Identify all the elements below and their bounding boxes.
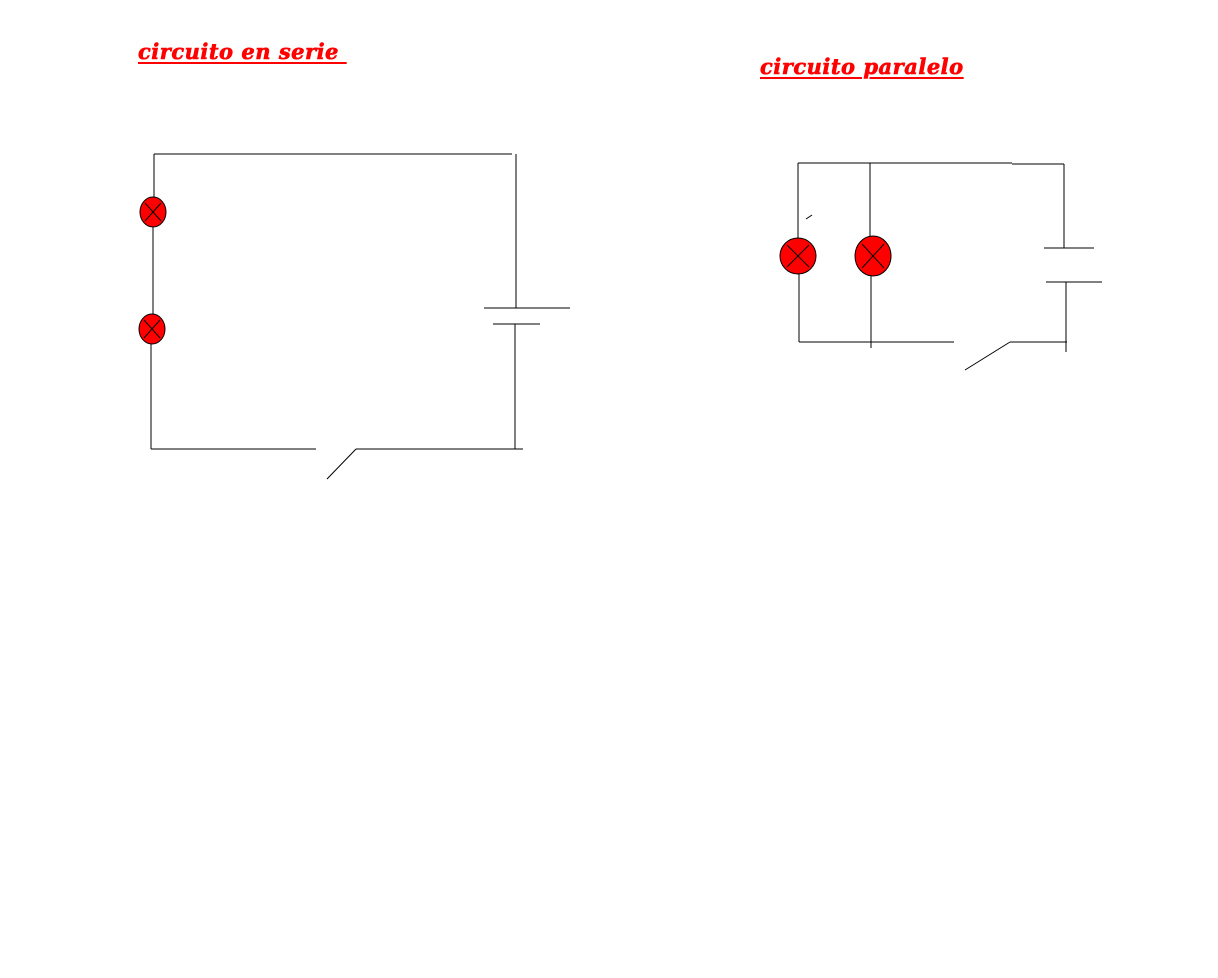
series-battery	[484, 307, 570, 325]
parallel-switch-lever	[964, 341, 1011, 371]
parallel-switch	[964, 341, 1011, 371]
series-circuit-diagram	[138, 153, 570, 480]
series-bulb-2	[138, 313, 166, 345]
parallel-battery	[1044, 247, 1102, 283]
series-switch-lever	[326, 448, 357, 480]
parallel-bulb-1-cross-b	[786, 244, 810, 268]
series-bulb-2-cross-b	[143, 319, 161, 339]
series-circuit-title: circuito en serie	[138, 39, 347, 64]
parallel-bulb-2-cross-b	[861, 243, 885, 269]
series-switch	[326, 448, 357, 480]
series-bulb-1-cross-b	[144, 202, 162, 222]
parallel-circuit-title: circuito paralelo	[760, 54, 964, 79]
parallel-bulb-1	[779, 237, 817, 275]
series-wires	[150, 153, 523, 450]
parallel-wires	[797, 162, 1067, 352]
parallel-bulb-2	[854, 235, 892, 277]
parallel-circuit-diagram	[779, 162, 1102, 371]
parallel-wire-tick	[805, 214, 813, 220]
series-bulb-1	[139, 196, 167, 228]
